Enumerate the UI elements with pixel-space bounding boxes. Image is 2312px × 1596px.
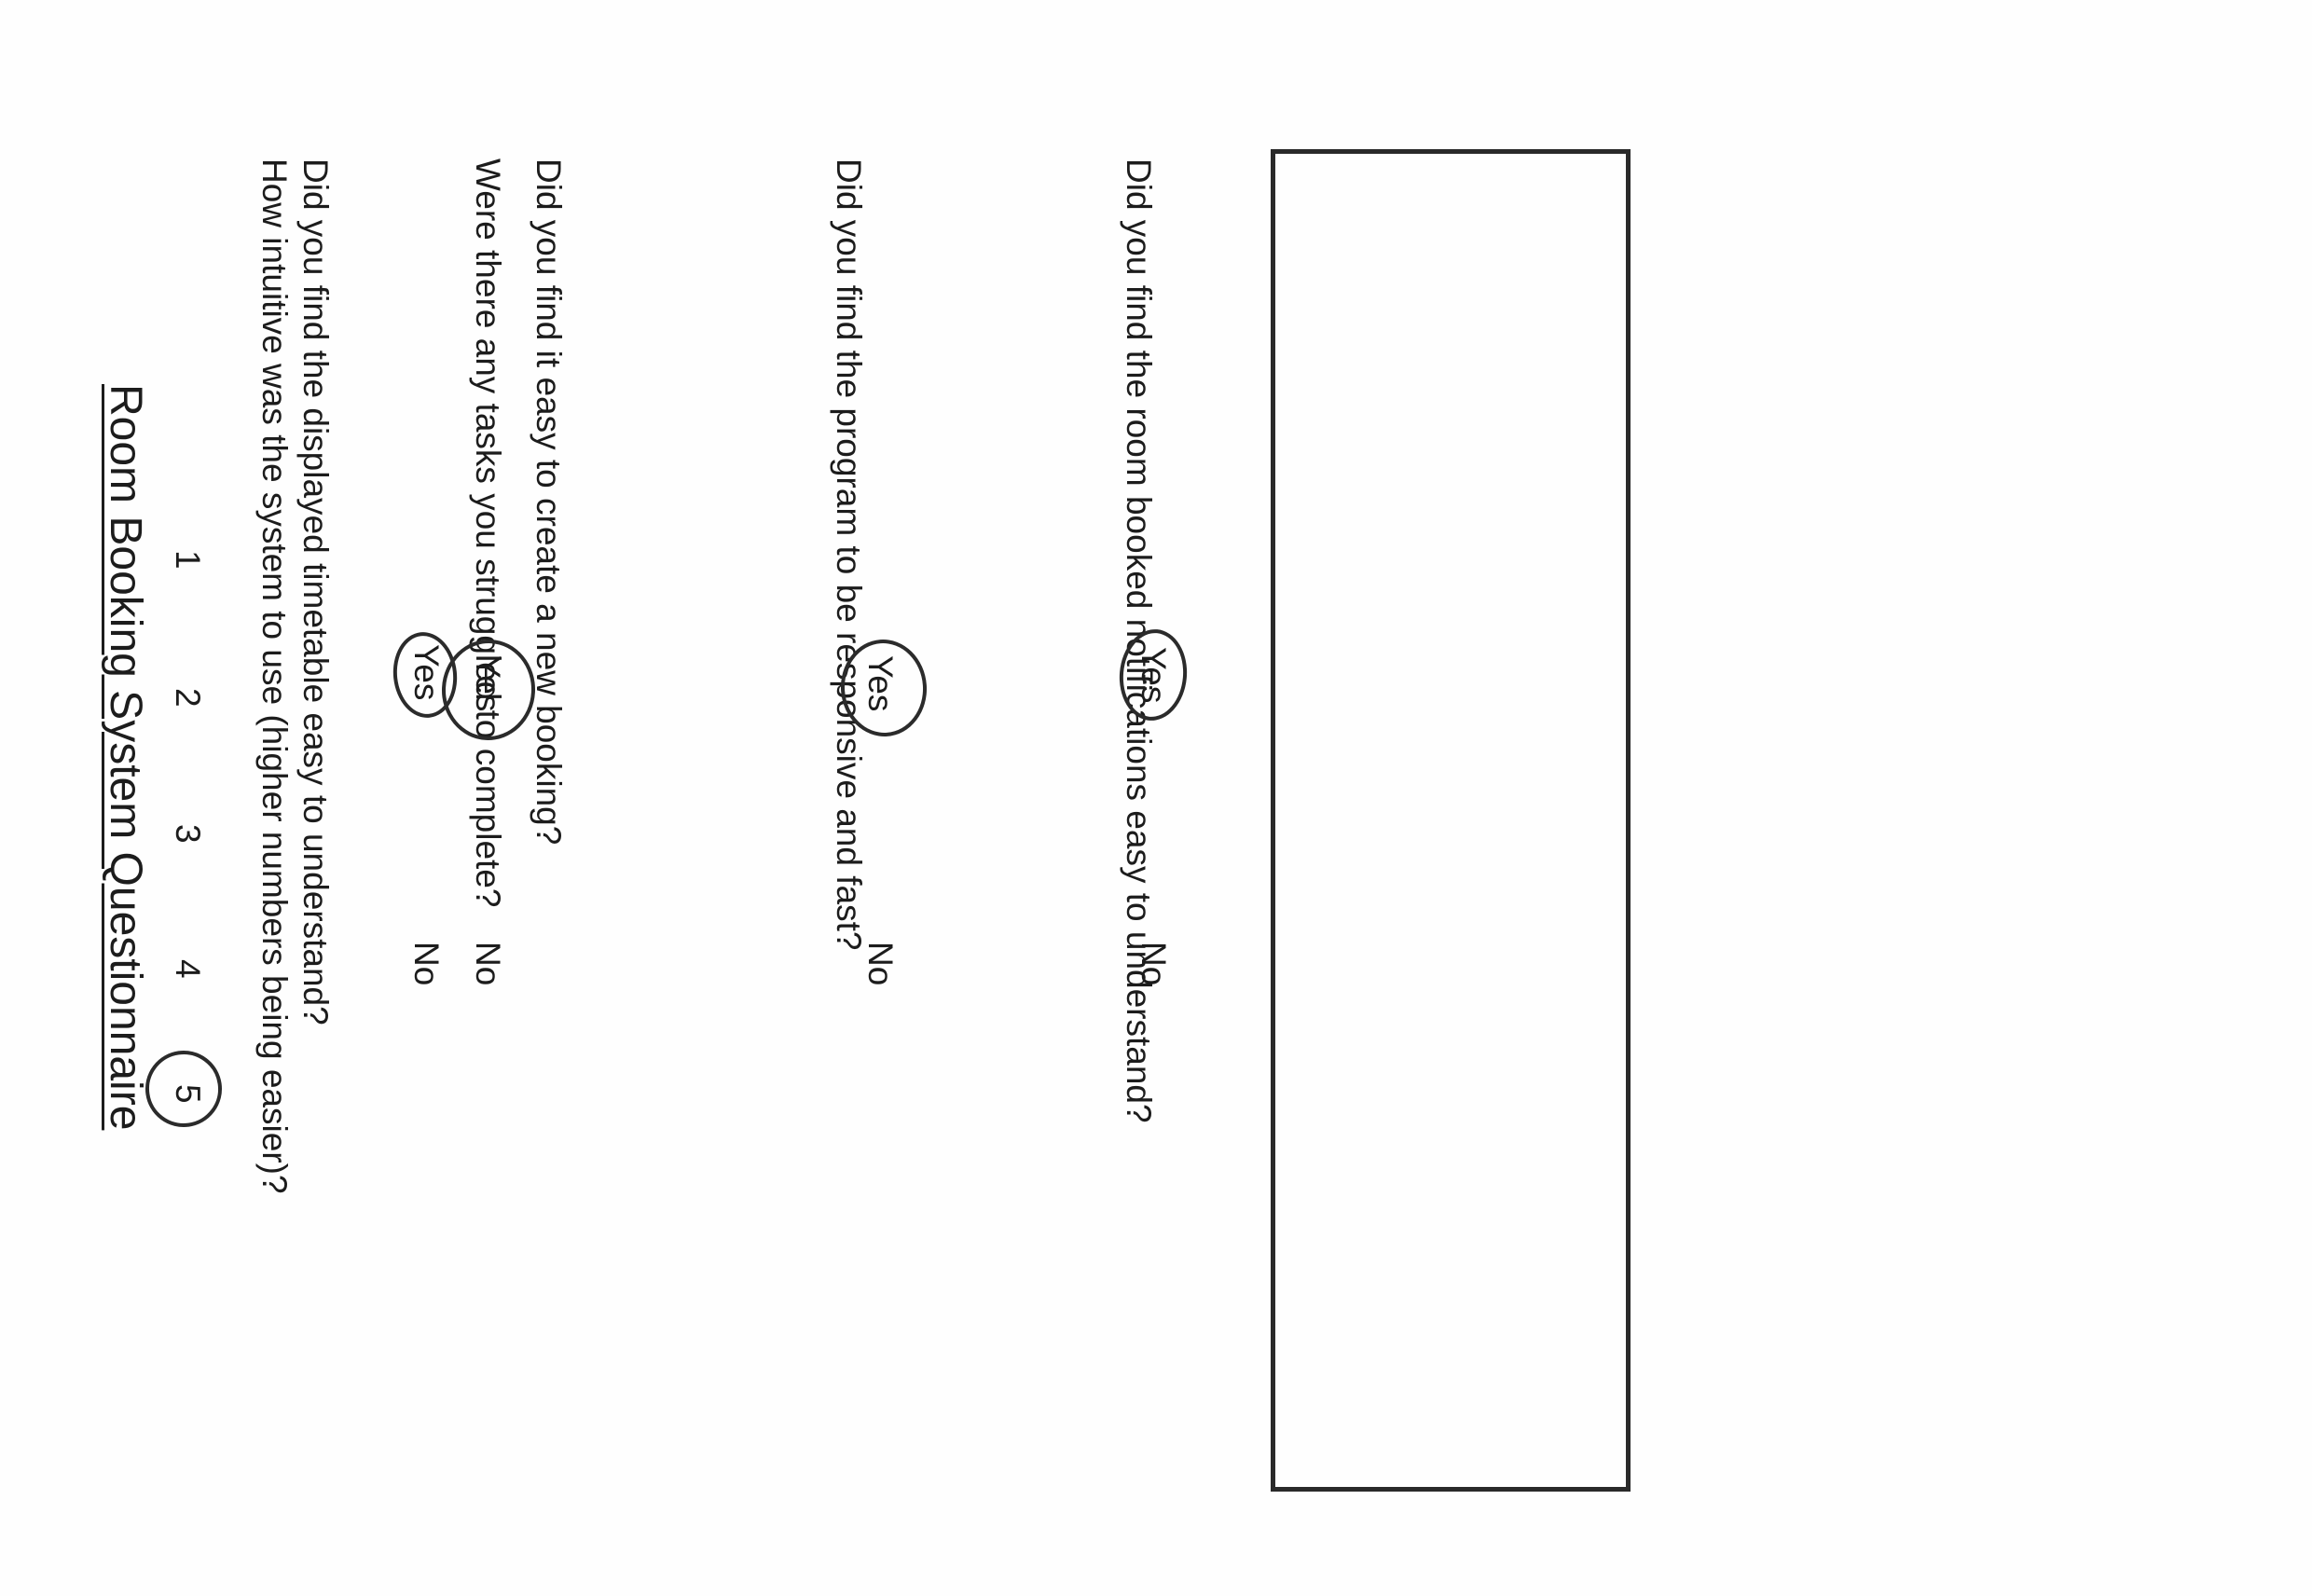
question-timetable: Did you find the displayed timetable eas… xyxy=(296,158,335,1025)
struggled-tasks-answer-box[interactable] xyxy=(1271,149,1631,1492)
q3-no-option[interactable]: No xyxy=(1135,942,1173,986)
question-struggled-tasks: Were there any tasks you struggled to co… xyxy=(469,158,507,908)
q5-no-option[interactable]: No xyxy=(469,942,507,986)
q5-yes-circle xyxy=(439,637,538,743)
question-responsive: Did you find the program to be responsiv… xyxy=(830,158,868,951)
scale-option-4[interactable]: 4 xyxy=(169,959,207,979)
question-intuitive: How intuitive was the system to use (hig… xyxy=(255,158,294,1194)
scale-option-2[interactable]: 2 xyxy=(169,688,207,708)
q1-no-option[interactable]: No xyxy=(407,942,446,986)
page-title: Room Booking System Questionnaire xyxy=(101,384,150,1131)
scale-5-circle xyxy=(140,1045,227,1133)
q4-no-option[interactable]: No xyxy=(861,942,900,986)
scale-option-1[interactable]: 1 xyxy=(169,550,207,570)
question-new-booking: Did you find it easy to create a new boo… xyxy=(530,158,568,846)
scale-option-3[interactable]: 3 xyxy=(169,824,207,844)
